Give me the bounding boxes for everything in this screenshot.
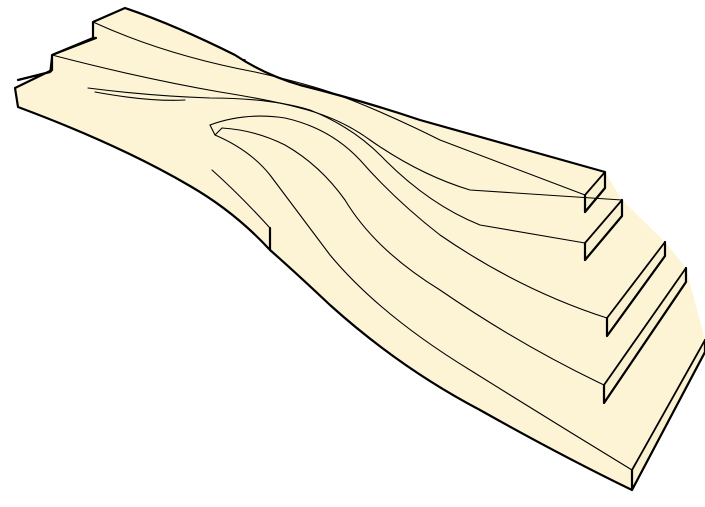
ribbon-top-surface: [15, 8, 705, 490]
